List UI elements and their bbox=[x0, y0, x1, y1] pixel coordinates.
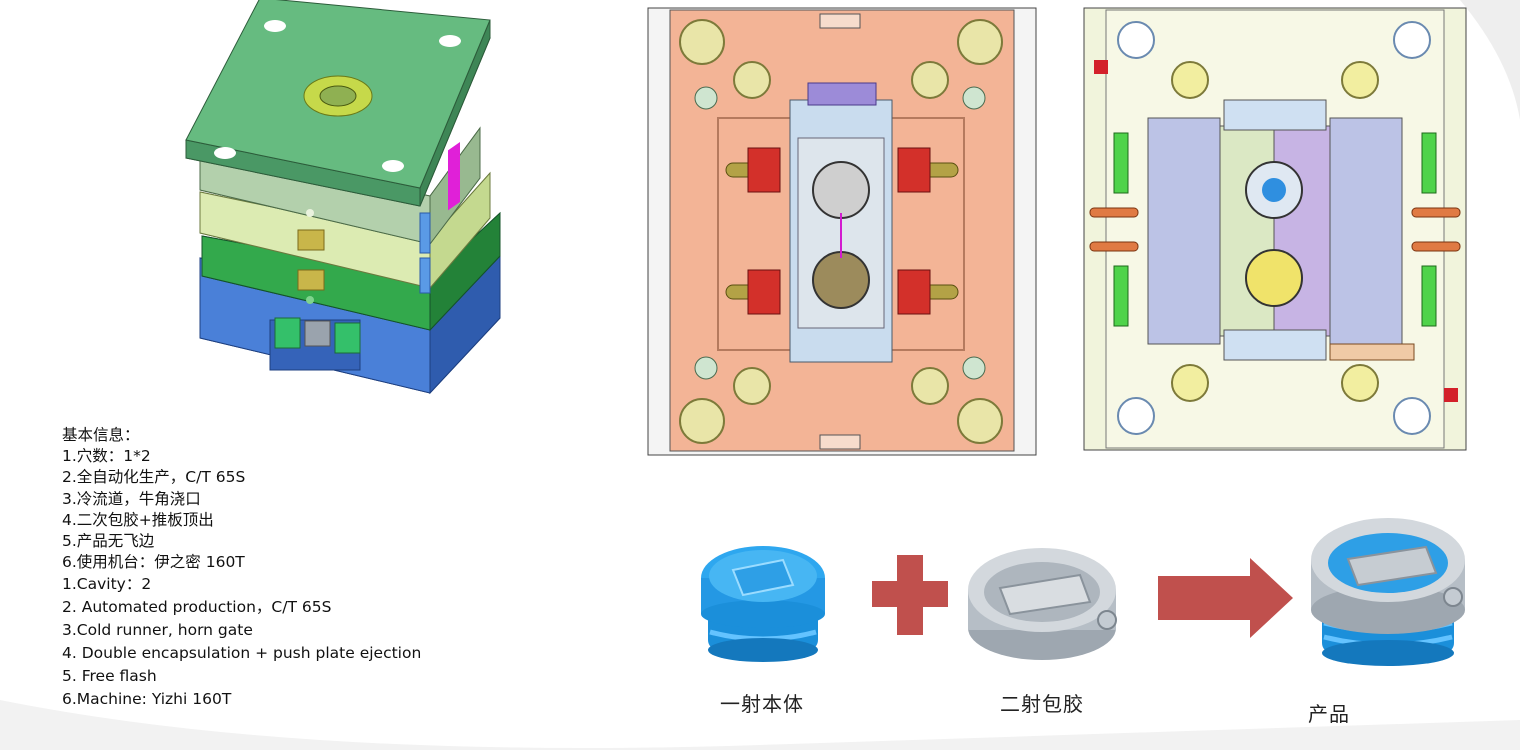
spec-en-item: 1.Cavity：2 bbox=[62, 575, 152, 594]
spec-zh-item: 4.二次包胶+推板顶出 bbox=[62, 510, 214, 529]
spec-en-item: 4. Double encapsulation + push plate eje… bbox=[62, 644, 422, 663]
spec-en-item: 5. Free flash bbox=[62, 667, 157, 686]
spec-zh-item: 2.全自动化生产，C/T 65S bbox=[62, 468, 246, 487]
core-side-plate-view bbox=[1083, 7, 1467, 451]
spec-heading: 基本信息： bbox=[62, 426, 140, 444]
arrow-right-icon bbox=[1158, 558, 1293, 638]
mold-3d-view bbox=[185, 0, 501, 395]
spec-zh-item: 1.穴数：1*2 bbox=[62, 447, 151, 466]
spec-zh-item: 5.产品无飞边 bbox=[62, 532, 155, 551]
spec-en-item: 6.Machine: Yizhi 160T bbox=[62, 690, 232, 709]
spec-zh-item: 6.使用机台：伊之密 160T bbox=[62, 553, 245, 572]
product-caption: 产品 bbox=[1308, 702, 1350, 726]
spec-block: 基本信息： 1.穴数：1*2 2.全自动化生产，C/T 65S 3.冷流道，牛角… bbox=[62, 425, 421, 711]
plus-icon bbox=[872, 555, 948, 635]
spec-en-item: 2. Automated production，C/T 65S bbox=[62, 598, 332, 617]
product-image bbox=[1311, 518, 1465, 666]
second-shot-part-image bbox=[968, 548, 1117, 660]
first-shot-caption: 一射本体 bbox=[720, 692, 804, 716]
spec-en-item: 3.Cold runner, horn gate bbox=[62, 621, 253, 640]
spec-zh-item: 3.冷流道，牛角浇口 bbox=[62, 489, 201, 508]
second-shot-caption: 二射包胶 bbox=[1000, 692, 1084, 716]
first-shot-part-image bbox=[701, 546, 825, 662]
cavity-side-plate-view bbox=[647, 7, 1037, 456]
